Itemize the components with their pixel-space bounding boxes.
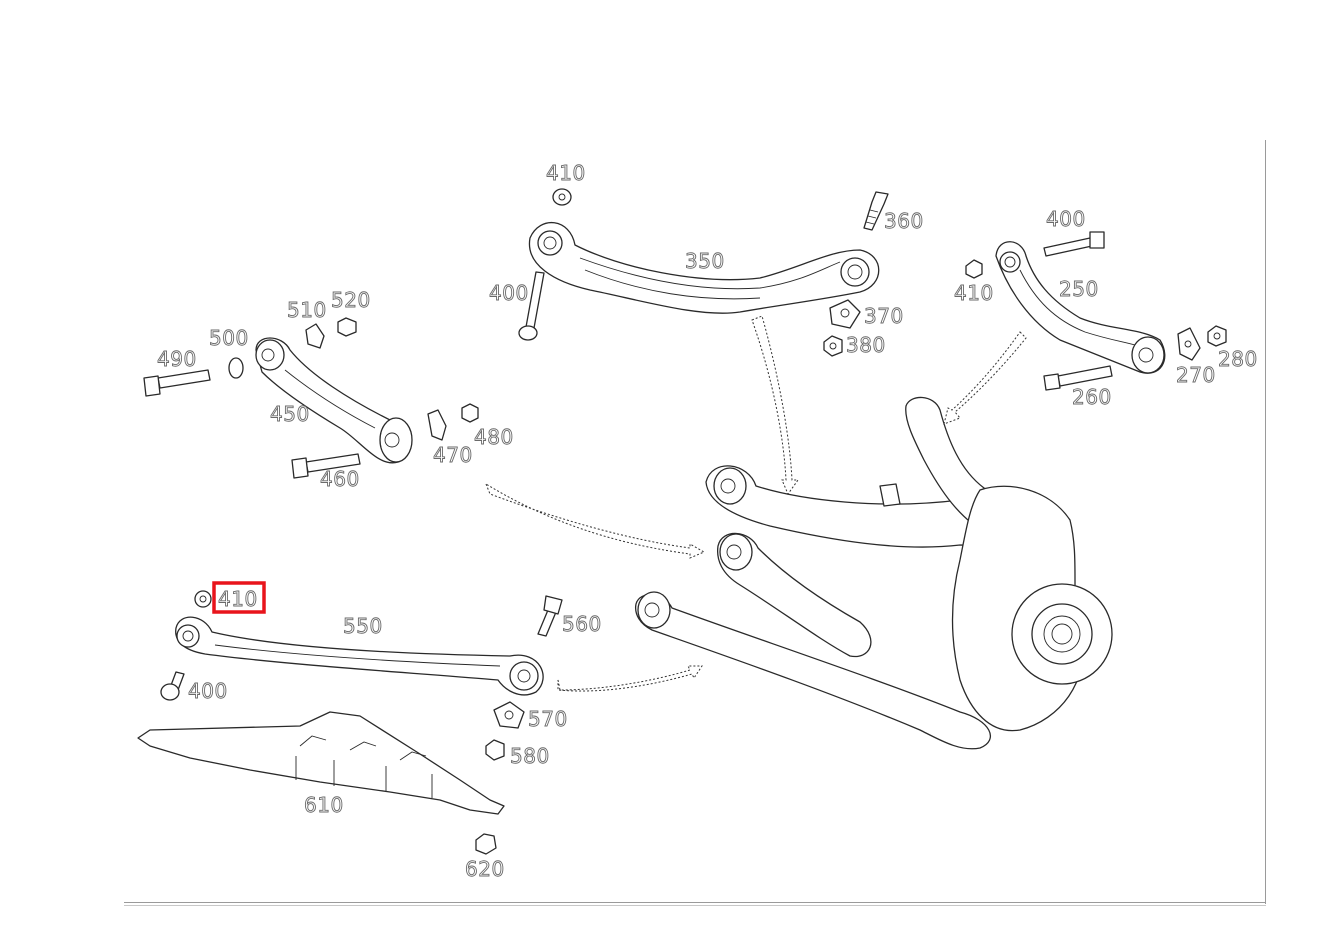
part-500-washer[interactable] bbox=[228, 357, 244, 379]
callout-260[interactable]: 260 bbox=[1072, 385, 1112, 410]
part-400-bolt-top[interactable] bbox=[518, 271, 545, 341]
callout-360[interactable]: 360 bbox=[884, 209, 924, 234]
callout-280[interactable]: 280 bbox=[1218, 347, 1258, 372]
callout-450[interactable]: 450 bbox=[270, 402, 310, 427]
callout-410-right[interactable]: 410 bbox=[954, 281, 994, 306]
part-460-bolt[interactable] bbox=[291, 453, 361, 479]
frame-border-bottom bbox=[124, 902, 1266, 903]
callout-400-right[interactable]: 400 bbox=[1046, 207, 1086, 232]
part-280-nut[interactable] bbox=[1207, 325, 1227, 347]
callout-490[interactable]: 490 bbox=[157, 347, 197, 372]
part-560-bolt[interactable] bbox=[537, 595, 563, 637]
callout-460[interactable]: 460 bbox=[320, 467, 360, 492]
part-510-cam-washer[interactable] bbox=[305, 323, 325, 349]
frame-border-right bbox=[1265, 140, 1266, 904]
callout-250[interactable]: 250 bbox=[1059, 277, 1099, 302]
part-380-nut[interactable] bbox=[823, 335, 843, 357]
part-520-nut[interactable] bbox=[337, 317, 357, 337]
highlight-box-410 bbox=[212, 581, 266, 614]
part-490-bolt[interactable] bbox=[143, 369, 211, 397]
part-270-cam-washer[interactable] bbox=[1177, 327, 1201, 361]
arrow-350-to-assembly bbox=[751, 315, 799, 496]
frame-border-bottom-shadow bbox=[124, 905, 1266, 906]
part-350-control-arm[interactable] bbox=[528, 222, 880, 314]
callout-480[interactable]: 480 bbox=[474, 425, 514, 450]
callout-500[interactable]: 500 bbox=[209, 326, 249, 351]
callout-560[interactable]: 560 bbox=[562, 612, 602, 637]
arrow-450-to-assembly bbox=[484, 482, 706, 559]
part-260-bolt[interactable] bbox=[1043, 365, 1113, 391]
part-480-nut[interactable] bbox=[461, 403, 479, 423]
callout-570[interactable]: 570 bbox=[528, 707, 568, 732]
part-470-cam-washer[interactable] bbox=[427, 409, 447, 441]
callout-580[interactable]: 580 bbox=[510, 744, 550, 769]
part-620-clip[interactable] bbox=[475, 833, 497, 855]
part-410-washer-top[interactable] bbox=[552, 188, 572, 206]
callout-370[interactable]: 370 bbox=[864, 304, 904, 329]
part-410-washer-left[interactable] bbox=[194, 590, 212, 608]
callout-550[interactable]: 550 bbox=[343, 614, 383, 639]
arrow-550-to-assembly bbox=[557, 665, 703, 692]
callout-270[interactable]: 270 bbox=[1176, 363, 1216, 388]
callout-610[interactable]: 610 bbox=[304, 793, 344, 818]
callout-400-top[interactable]: 400 bbox=[489, 281, 529, 306]
arrow-250-to-assembly bbox=[943, 331, 1027, 425]
callout-620[interactable]: 620 bbox=[465, 857, 505, 882]
assembled-suspension bbox=[634, 396, 1113, 750]
part-370-cam-washer[interactable] bbox=[829, 299, 861, 329]
callout-510[interactable]: 510 bbox=[287, 298, 327, 323]
part-550-lower-arm[interactable] bbox=[175, 616, 544, 696]
callout-350[interactable]: 350 bbox=[685, 249, 725, 274]
callout-400-left[interactable]: 400 bbox=[188, 679, 228, 704]
part-610-cover-panel[interactable] bbox=[137, 711, 505, 815]
callout-410-left[interactable]: 410 bbox=[218, 587, 258, 612]
part-450-trailing-arm[interactable] bbox=[255, 337, 413, 464]
part-400-bolt-left[interactable] bbox=[160, 671, 185, 701]
callout-520[interactable]: 520 bbox=[331, 288, 371, 313]
callout-470[interactable]: 470 bbox=[433, 443, 473, 468]
part-400-bolt-right[interactable] bbox=[1043, 231, 1105, 257]
callout-380[interactable]: 380 bbox=[846, 333, 886, 358]
part-250-camber-arm[interactable] bbox=[995, 241, 1166, 374]
part-410-nut-right[interactable] bbox=[965, 259, 983, 279]
part-580-nut[interactable] bbox=[485, 739, 505, 761]
part-360-bolt[interactable] bbox=[863, 191, 889, 231]
callout-410-top[interactable]: 410 bbox=[546, 161, 586, 186]
part-570-cam-washer[interactable] bbox=[493, 701, 525, 729]
